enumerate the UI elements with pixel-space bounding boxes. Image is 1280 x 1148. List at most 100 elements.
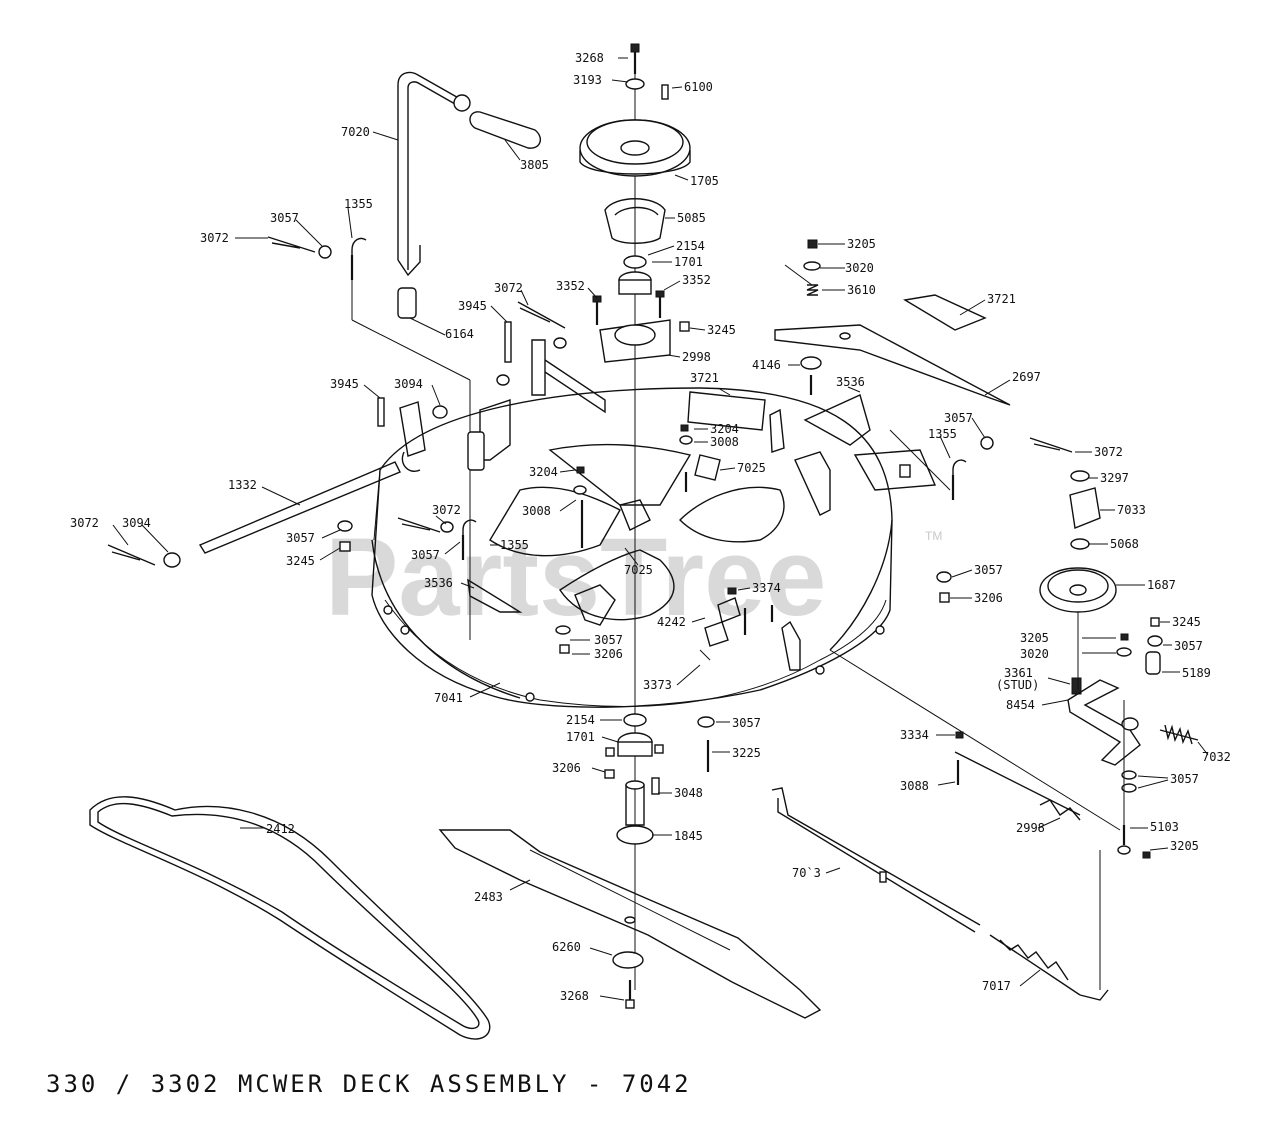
- part-label: 3945: [330, 377, 359, 391]
- washer-3057-left: [318, 245, 332, 259]
- pin-1355-right: [951, 459, 967, 500]
- part-label: 3057: [411, 548, 440, 562]
- pin-3945-left: [377, 397, 385, 427]
- spindle-shaft-1845: [616, 780, 654, 845]
- key-3048: [651, 777, 660, 795]
- hanger-bracket: [467, 399, 511, 471]
- part-label: 2697: [1012, 370, 1041, 384]
- part-label: 1701: [674, 255, 703, 269]
- washer-3057-right: [980, 436, 994, 450]
- part-label: 3088: [900, 779, 929, 793]
- part-label: 7033: [1117, 503, 1146, 517]
- part-label: 1332: [228, 478, 257, 492]
- part-label: 3204: [529, 465, 558, 479]
- clip-3072-center: [517, 301, 567, 349]
- decal-3721-center: [687, 391, 766, 431]
- pin-3945-left-top: [504, 321, 512, 363]
- part-label: 3805: [520, 158, 549, 172]
- part-label: 3072: [70, 516, 99, 530]
- part-label: 5189: [1182, 666, 1211, 680]
- part-label: 5068: [1110, 537, 1139, 551]
- part-label: 3008: [522, 504, 551, 518]
- lift-handle-7020: [397, 71, 471, 277]
- bracket-7033: [1069, 487, 1101, 529]
- baffle-3536-left: [467, 578, 523, 613]
- idler-pulley-1687: [1039, 567, 1117, 613]
- part-label: 1701: [566, 730, 595, 744]
- part-label: 7020: [341, 125, 370, 139]
- part-label: 3361: [1004, 666, 1033, 680]
- part-label: 6100: [684, 80, 713, 94]
- part-label: 3008: [710, 435, 739, 449]
- part-label: 2412: [266, 822, 295, 836]
- leader-lines: [112, 57, 1209, 1001]
- part-label: 3057: [974, 563, 1003, 577]
- part-label: 3268: [575, 51, 604, 65]
- lift-bracket-left: [496, 339, 606, 414]
- bolt-5103: [1117, 825, 1151, 859]
- part-label: 6260: [552, 940, 581, 954]
- part-label: 2483: [474, 890, 503, 904]
- part-label: 5103: [1150, 820, 1179, 834]
- washer-3193: [625, 78, 645, 90]
- part-label: 3536: [424, 576, 453, 590]
- part-label: 3072: [432, 503, 461, 517]
- washers-3057-stack: [1121, 770, 1137, 793]
- part-label: 3020: [845, 261, 874, 275]
- washer-3057-mid-left: [337, 520, 353, 552]
- part-label: 3193: [573, 73, 602, 87]
- part-label: 3721: [987, 292, 1016, 306]
- pin-1355-mid: [461, 519, 477, 560]
- part-label: 3206: [594, 647, 623, 661]
- bearing-2154-bottom: [623, 713, 647, 727]
- nut-3206-bottom: [555, 625, 571, 654]
- part-label: 7041: [434, 691, 463, 705]
- idler-arm-8454: [1067, 679, 1141, 766]
- part-label: 3020: [1020, 647, 1049, 661]
- diagram-caption: 330 / 3302 MCWER DECK ASSEMBLY - 7042: [46, 1070, 692, 1098]
- spring-7017: [989, 934, 1109, 1001]
- bracket-7025-right: [769, 408, 831, 516]
- part-label: (STUD): [996, 678, 1039, 692]
- washer-3057-right-mid: [936, 571, 952, 603]
- part-label: 3374: [752, 581, 781, 595]
- bolt-3268-bottom: [625, 980, 635, 1009]
- idler-arm-2697: [774, 264, 1011, 406]
- part-label: 3057: [944, 411, 973, 425]
- part-label: 4146: [752, 358, 781, 372]
- blade-2483: [438, 829, 822, 1019]
- spindle-housing-2998: [592, 290, 690, 363]
- part-label: 8454: [1006, 698, 1035, 712]
- part-label: 3072: [200, 231, 229, 245]
- washer-3057-bottom: [697, 716, 715, 728]
- part-label: 3094: [122, 516, 151, 530]
- part-label: 3536: [836, 375, 865, 389]
- lift-arm-bracket: [399, 401, 426, 472]
- part-label: 3057: [1170, 772, 1199, 786]
- belt-2412: [89, 796, 491, 1040]
- part-label: 3245: [286, 554, 315, 568]
- bracket-right-deck: [781, 620, 801, 671]
- sleeve-6164: [397, 287, 417, 319]
- part-label: 3297: [1100, 471, 1129, 485]
- part-label: 1355: [500, 538, 529, 552]
- spring-7032: [1159, 724, 1199, 745]
- rod-1332: [198, 461, 401, 554]
- part-label: 1705: [690, 174, 719, 188]
- part-label: 4242: [657, 615, 686, 629]
- part-label: 3373: [643, 678, 672, 692]
- key-6100: [661, 84, 669, 100]
- washer-3094-far-left: [163, 552, 181, 568]
- spindle-1701-bottom: [604, 732, 664, 779]
- part-label: 3094: [394, 377, 423, 391]
- mower-deck-housing: [371, 387, 893, 708]
- part-label: 7025: [624, 563, 653, 577]
- watermark: PartsTree: [325, 516, 826, 639]
- nut-3297: [1070, 470, 1090, 482]
- part-label: 3206: [974, 591, 1003, 605]
- rod-2998: [954, 731, 1081, 821]
- watermark-tm: TM: [925, 529, 942, 543]
- nut-3204-b: [679, 424, 693, 492]
- grip-3805: [469, 111, 542, 149]
